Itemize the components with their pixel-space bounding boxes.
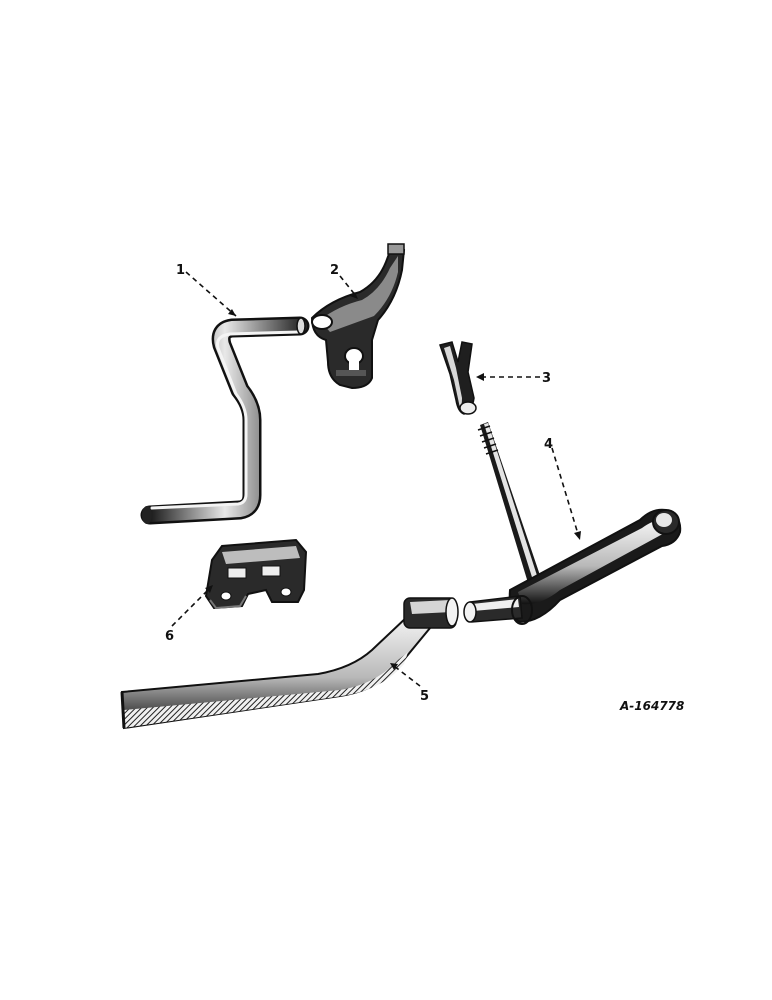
leader-6 bbox=[171, 587, 211, 627]
reference-code: A-164778 bbox=[619, 699, 684, 713]
part-4-shift-lever bbox=[463, 422, 682, 625]
part-1-bent-rod bbox=[140, 316, 310, 525]
leader-4 bbox=[551, 447, 579, 535]
callout-6: 6 bbox=[165, 629, 174, 644]
part-6-bracket bbox=[204, 538, 308, 610]
leader-2 bbox=[339, 275, 357, 297]
callout-1: 1 bbox=[176, 263, 185, 278]
leader-5 bbox=[393, 665, 421, 687]
callout-2: 2 bbox=[330, 263, 339, 278]
callout-5: 5 bbox=[420, 689, 429, 704]
leader-1 bbox=[185, 271, 237, 317]
callout-3: 3 bbox=[542, 371, 551, 386]
callout-4: 4 bbox=[544, 437, 553, 452]
leader-lines bbox=[171, 271, 581, 687]
part-2-shifter-fork bbox=[310, 243, 406, 390]
part-3-clevis bbox=[439, 341, 477, 415]
part-5-lever-handle bbox=[120, 597, 459, 730]
